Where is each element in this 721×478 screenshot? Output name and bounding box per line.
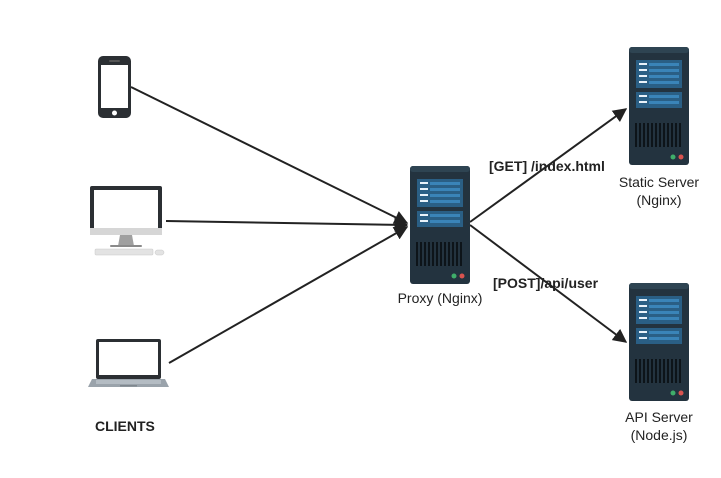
api-server-name: API Server: [625, 409, 693, 425]
get-route-label: [GET] /index.html: [489, 158, 605, 174]
line-proxy-to-static: [469, 108, 628, 223]
laptop-icon: [88, 339, 169, 387]
desktop-monitor-icon: [90, 186, 165, 256]
static-server-label: Static Server (Nginx): [610, 173, 708, 209]
api-server-label: API Server (Node.js): [612, 408, 706, 444]
api-server-subtitle: (Node.js): [630, 427, 688, 443]
api-server-icon: [629, 283, 689, 401]
static-server-name: Static Server: [618, 174, 700, 190]
smartphone-icon: [98, 56, 131, 118]
post-route-label: [POST]/api/user: [493, 275, 599, 291]
static-server-subtitle: (Nginx): [636, 192, 682, 208]
line-desktop-to-proxy: [165, 217, 409, 232]
proxy-server-icon: [410, 166, 470, 284]
clients-label: CLIENTS: [95, 418, 155, 434]
line-laptop-to-proxy: [168, 226, 409, 364]
line-phone-to-proxy: [130, 86, 409, 224]
line-proxy-to-api: [469, 224, 628, 343]
static-server-icon: [629, 47, 689, 165]
proxy-label: Proxy (Nginx): [397, 290, 483, 306]
